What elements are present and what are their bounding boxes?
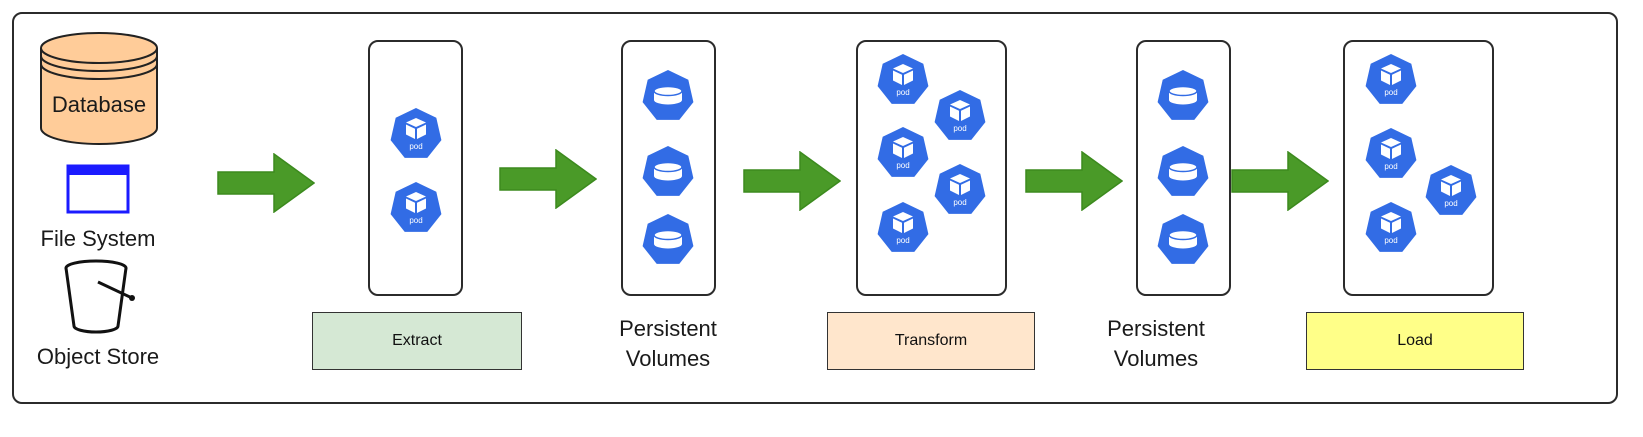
pod-icon: pod [1365, 54, 1417, 104]
pod-icon: pod [877, 202, 929, 252]
pod-text: pod [953, 124, 966, 133]
pod-text: pod [896, 88, 909, 97]
volumes-label-1: Persistent Volumes [619, 316, 717, 371]
persistent-volume-icon [642, 214, 694, 264]
transform-label: Transform [827, 312, 1035, 370]
persistent-volume-icon [642, 70, 694, 120]
pod-text: pod [1444, 199, 1457, 208]
pod-icon: pod [390, 182, 442, 232]
extract-stage-box [368, 40, 463, 296]
pod-icon: pod [934, 90, 986, 140]
pod-icon: pod [1425, 165, 1477, 215]
arrow-1 [217, 153, 315, 213]
load-label: Load [1306, 312, 1524, 370]
extract-label: Extract [312, 312, 522, 370]
pod-text: pod [1384, 236, 1397, 245]
pod-text: pod [896, 236, 909, 245]
arrow-2 [499, 149, 597, 209]
file-system-icon [66, 164, 130, 214]
pod-icon: pod [1365, 128, 1417, 178]
pod-text: pod [409, 216, 422, 225]
bucket-icon [64, 259, 135, 334]
arrow-4 [1025, 151, 1123, 211]
arrow-3 [743, 151, 841, 211]
arrow-5 [1231, 151, 1329, 211]
pod-text: pod [1384, 88, 1397, 97]
database-icon [40, 32, 158, 145]
pod-text: pod [896, 161, 909, 170]
pod-text: pod [953, 198, 966, 207]
object-store-label: Object Store [36, 344, 160, 369]
persistent-volume-icon [1157, 70, 1209, 120]
pod-icon: pod [390, 108, 442, 158]
persistent-volume-icon [1157, 214, 1209, 264]
database-label: Database [51, 92, 147, 117]
pod-icon: pod [1365, 202, 1417, 252]
file-system-label: File System [40, 226, 156, 251]
persistent-volume-icon [1157, 146, 1209, 196]
pod-text: pod [409, 142, 422, 151]
pod-icon: pod [877, 127, 929, 177]
pod-text: pod [1384, 162, 1397, 171]
persistent-volume-icon [642, 146, 694, 196]
pod-icon: pod [877, 54, 929, 104]
pod-icon: pod [934, 164, 986, 214]
volumes-label-2: Persistent Volumes [1107, 316, 1205, 371]
